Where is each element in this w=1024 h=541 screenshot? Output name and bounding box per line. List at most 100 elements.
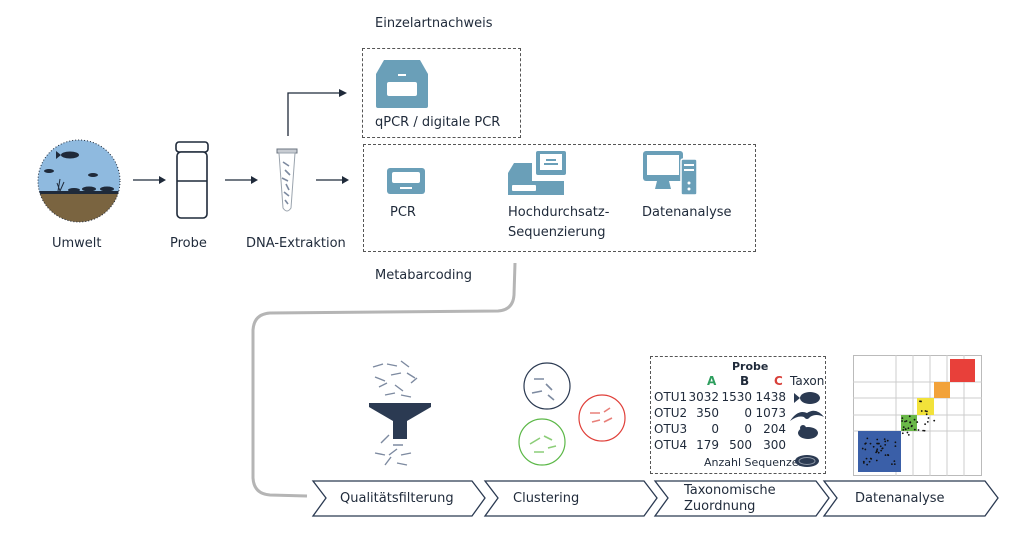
scatter-dot xyxy=(908,415,911,418)
chevron-clustering xyxy=(483,480,658,517)
scatter-dot xyxy=(893,463,896,466)
scatter-dot xyxy=(876,448,879,451)
otu-cell: 350 xyxy=(696,406,719,420)
scatter-dot xyxy=(924,423,927,426)
chevron-taxonomie xyxy=(653,480,830,517)
otu-cell: 1438 xyxy=(755,390,786,404)
frog-icon xyxy=(798,425,818,439)
scatter-dot xyxy=(906,431,909,434)
scatter-dot xyxy=(913,418,916,421)
otu-table-box xyxy=(650,356,826,474)
column-b: B xyxy=(740,374,750,388)
scatter-dot xyxy=(905,420,908,422)
qpcr-device-icon xyxy=(376,60,428,108)
arrow-icon xyxy=(133,176,166,184)
single-species-box xyxy=(362,48,521,138)
sequencing-label-line1: Hochdurchsatz- xyxy=(508,205,610,220)
otu-cell: 0 xyxy=(744,422,752,436)
sequencer-icon xyxy=(508,151,566,195)
scatter-dot xyxy=(886,439,889,442)
scatter-dot xyxy=(907,433,910,436)
branch-arrow-icon xyxy=(287,89,347,136)
heat-cell-green xyxy=(901,415,917,431)
arrow-icon xyxy=(316,176,349,184)
otu-cell: 0 xyxy=(744,406,752,420)
scatter-dot xyxy=(926,410,928,413)
pipeline-step-datenanalyse: Datenanalyse xyxy=(855,491,945,506)
step-label-umwelt: Umwelt xyxy=(52,236,102,251)
sample-jar-icon xyxy=(175,141,209,219)
heatmap-graphic xyxy=(853,355,982,476)
scatter-dot xyxy=(904,428,907,430)
scatter-dot xyxy=(919,400,921,403)
heat-cell-blue xyxy=(858,431,901,472)
scatter-dot xyxy=(881,447,884,450)
scatter-dot xyxy=(924,410,927,412)
scatter-dot xyxy=(917,429,920,431)
otu-cell: 500 xyxy=(729,438,752,452)
tube-icon xyxy=(276,148,298,212)
scatter-dot xyxy=(876,438,879,441)
scatter-dot xyxy=(869,457,872,460)
otu-cell: 204 xyxy=(763,422,786,436)
data-analysis-label: Datenanalyse xyxy=(642,205,732,220)
scatter-dot xyxy=(907,427,910,430)
scatter-dot xyxy=(922,429,925,432)
scatter-dot xyxy=(861,447,864,450)
mollusk-icon xyxy=(795,455,819,467)
scatter-dot xyxy=(868,460,871,463)
otu-row-name: OTU4 xyxy=(654,438,688,452)
scatter-dot xyxy=(904,420,906,423)
otu-table-header: Probe xyxy=(732,360,769,373)
scatter-dot xyxy=(862,460,865,463)
scatter-dot xyxy=(902,426,905,429)
pcr-label: PCR xyxy=(390,205,416,220)
otu-cell: 300 xyxy=(763,438,786,452)
scatter-dot xyxy=(927,417,930,419)
pipeline-step-taxonomie-line2: Zuordnung xyxy=(684,499,756,514)
otu-table-footer: Anzahl Sequenzen xyxy=(704,456,806,469)
heat-cell-orange xyxy=(934,382,950,398)
column-a: A xyxy=(707,374,717,388)
chevron-qualitaetsfilterung xyxy=(311,480,486,517)
scatter-dot xyxy=(875,459,878,462)
otu-cell: 179 xyxy=(696,438,719,452)
scatter-dot xyxy=(901,432,904,435)
scatter-dot xyxy=(879,445,882,448)
scatter-dot xyxy=(893,460,896,462)
scatter-dot xyxy=(866,463,869,466)
scatter-dot xyxy=(880,449,883,452)
scatter-dot xyxy=(926,420,929,423)
step-label-probe: Probe xyxy=(170,236,207,251)
otu-cell: 1073 xyxy=(755,406,786,420)
fish-icon xyxy=(794,392,820,404)
filter-funnel-icon xyxy=(369,360,431,466)
scatter-dot xyxy=(869,442,872,445)
otu-cell: 3032 xyxy=(688,390,719,404)
scatter-dot xyxy=(884,454,887,457)
step-label-dna-extraction: DNA-Extraktion xyxy=(246,236,346,251)
scatter-dot xyxy=(883,438,886,441)
scatter-dot xyxy=(923,429,926,432)
scatter-dot xyxy=(913,428,916,431)
bird-icon xyxy=(790,410,824,421)
taxon-header: Taxon xyxy=(790,374,825,388)
heat-cell-red xyxy=(950,359,975,382)
scatter-dot xyxy=(864,442,867,445)
otu-cell: 0 xyxy=(711,422,719,436)
scatter-dot xyxy=(909,421,912,424)
scatter-dot xyxy=(875,451,877,454)
metabarcoding-box xyxy=(363,144,756,252)
scatter-dot xyxy=(877,442,879,445)
scatter-dot xyxy=(875,449,878,452)
scatter-dot xyxy=(884,443,887,446)
scatter-dot xyxy=(902,428,905,431)
scatter-dot xyxy=(925,413,928,416)
sequencing-label-line2: Sequenzierung xyxy=(508,225,606,240)
clusters-icon xyxy=(518,362,626,466)
scatter-dot xyxy=(901,417,904,420)
otu-cell: 1530 xyxy=(721,390,752,404)
metabarcoding-title: Metabarcoding xyxy=(375,268,473,283)
